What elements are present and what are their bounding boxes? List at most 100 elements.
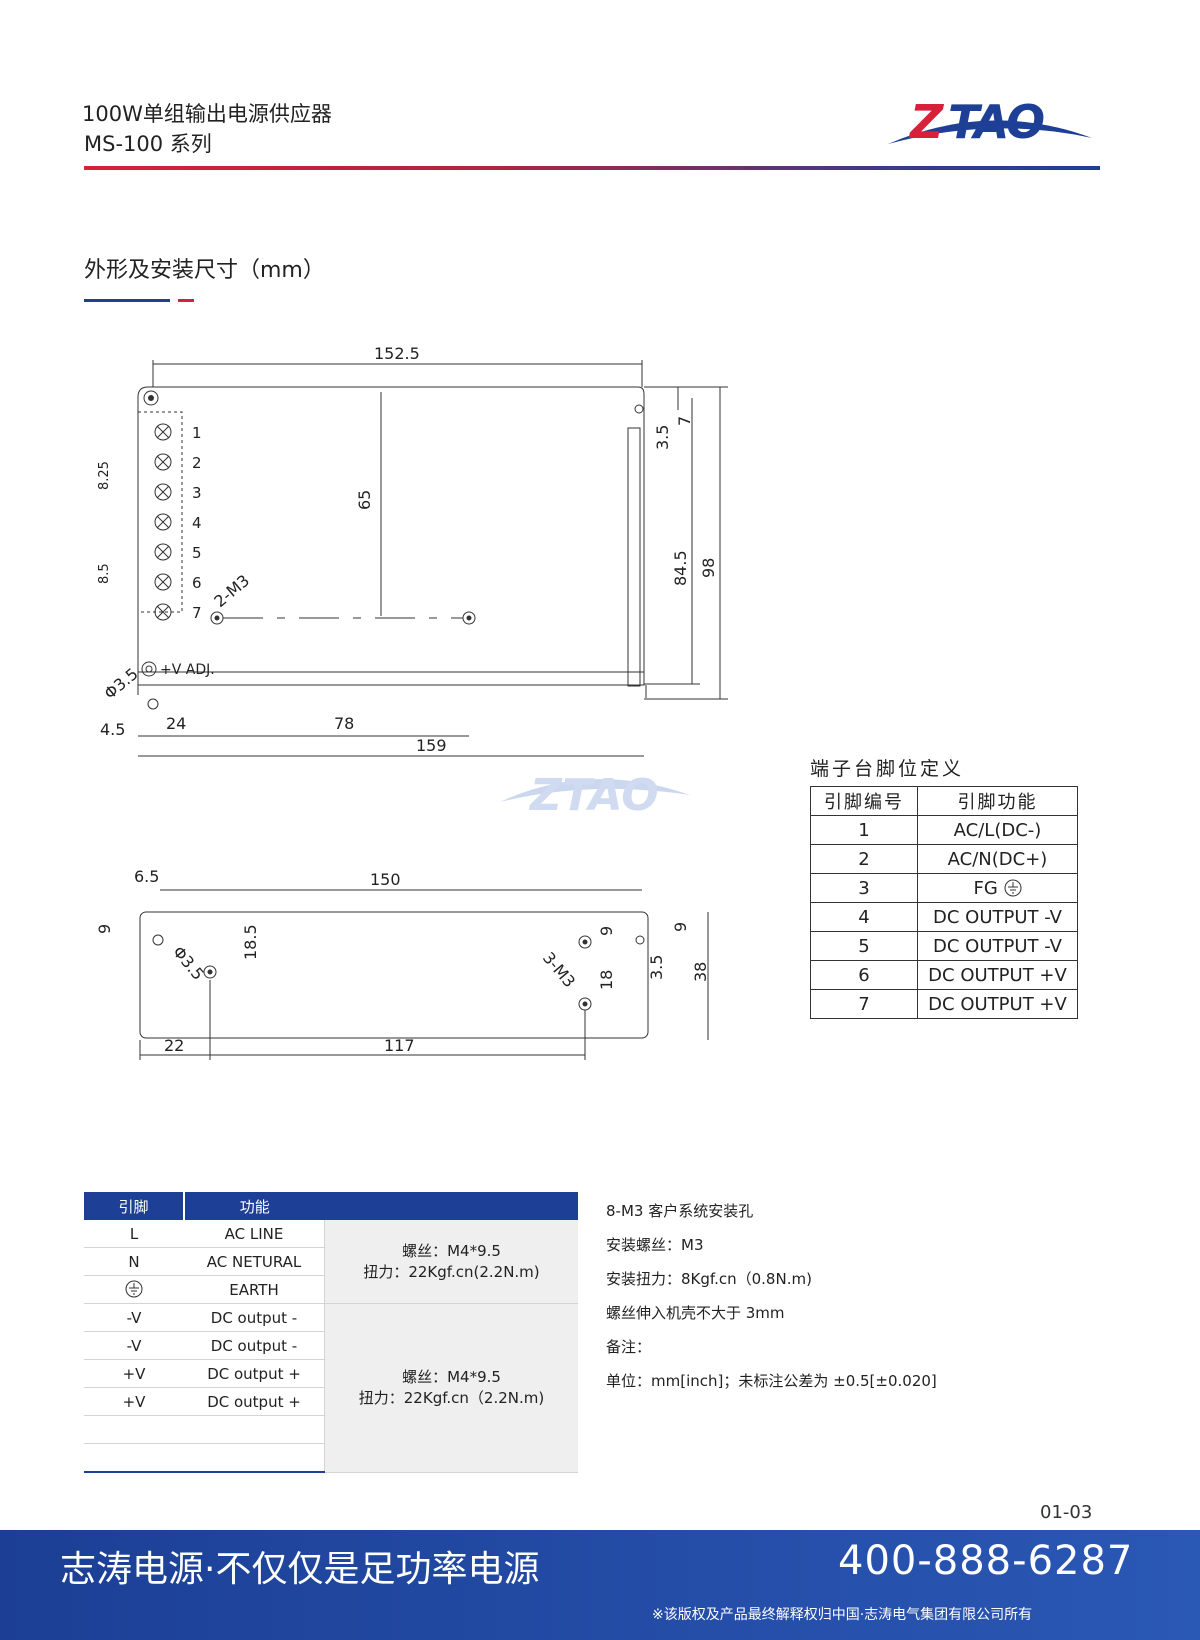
note-line: 8-M3 客户系统安装孔 <box>606 1202 754 1220</box>
spec-function: DC output + <box>184 1359 325 1388</box>
table-row: 3 FG <box>810 873 1078 903</box>
svg-text:Φ3.5: Φ3.5 <box>100 664 141 703</box>
spec-pin: -V <box>84 1303 184 1332</box>
table-row <box>84 1415 578 1444</box>
spec-function: DC output - <box>184 1331 325 1360</box>
svg-text:24: 24 <box>166 714 186 733</box>
header-divider <box>84 166 1100 170</box>
pin-no: 2 <box>810 844 918 874</box>
pin-no: 6 <box>810 960 918 990</box>
svg-text:6: 6 <box>192 574 202 592</box>
pin-func: DC OUTPUT -V <box>917 931 1078 961</box>
svg-text:Φ3.5: Φ3.5 <box>169 942 208 983</box>
dimension-drawing: ZTAO 1 2 3 4 5 6 7 +V ADJ. <box>95 344 728 1060</box>
pin-func: DC OUTPUT +V <box>917 960 1078 990</box>
note-line: 单位：mm[inch]；未标注公差为 ±0.5[±0.020] <box>606 1372 937 1390</box>
table-row <box>84 1443 578 1473</box>
top-view: 1 2 3 4 5 6 7 +V ADJ. 152.5 65 84.5 98 7… <box>97 344 728 757</box>
svg-text:22: 22 <box>164 1036 184 1055</box>
torque-spec-line: 扭力：22Kgf.cn(2.2N.m) <box>363 1262 540 1281</box>
ground-icon <box>1004 879 1022 896</box>
spec-function <box>184 1443 325 1473</box>
spec-function: DC output - <box>184 1303 325 1332</box>
note-line: 备注： <box>606 1338 652 1356</box>
footer-slogan: 志涛电源·不仅仅是足功率电源 <box>60 1549 540 1590</box>
spec-pin: +V <box>84 1387 184 1416</box>
svg-text:2-M3: 2-M3 <box>210 571 253 611</box>
pin-no: 3 <box>810 873 918 903</box>
footer-band <box>0 1530 1200 1640</box>
svg-text:65: 65 <box>355 490 374 510</box>
table-row: EARTH <box>84 1275 578 1304</box>
note-line: 螺丝伸入机壳不大于 3mm <box>606 1304 785 1322</box>
document-title: 100W单组输出电源供应器 <box>82 102 332 126</box>
installation-notes: 8-M3 客户系统安装孔 安装螺丝：M3 安装扭力：8Kgf.cn（0.8N.m… <box>606 1194 937 1398</box>
logo-tao: TAO <box>948 95 1044 149</box>
svg-text:18.5: 18.5 <box>241 924 260 960</box>
svg-text:3-M3: 3-M3 <box>539 948 579 991</box>
footer-copyright: ※该版权及产品最终解释权归中国·志涛电气集团有限公司所有 <box>652 1607 1033 1623</box>
svg-text:3: 3 <box>192 484 202 502</box>
spec-header-blank <box>324 1192 578 1220</box>
svg-text:7: 7 <box>675 416 694 426</box>
svg-text:4.5: 4.5 <box>100 720 125 739</box>
svg-text:78: 78 <box>334 714 354 733</box>
svg-text:2: 2 <box>192 454 202 472</box>
svg-text:38: 38 <box>691 962 710 982</box>
pin-no: 1 <box>810 815 918 845</box>
pin-no: 5 <box>810 931 918 961</box>
spec-pin <box>84 1275 184 1304</box>
svg-text:3.5: 3.5 <box>653 425 672 450</box>
spec-pin <box>84 1443 184 1473</box>
drawing-watermark: ZTAO <box>500 770 690 821</box>
pin-table-header-func: 引脚功能 <box>917 786 1078 816</box>
document-subtitle: MS-100 系列 <box>84 132 212 156</box>
footer-phone: 400-888-6287 <box>838 1538 1134 1584</box>
note-line: 安装扭力：8Kgf.cn（0.8N.m) <box>606 1270 812 1288</box>
side-view: 6.5 150 9 Φ3.5 18.5 3-M3 9 18 3.5 9 38 2… <box>95 867 710 1060</box>
section-underline-red <box>178 299 194 302</box>
pin-func: FG <box>917 873 1078 903</box>
pin-func: DC OUTPUT +V <box>917 989 1078 1019</box>
pin-no: 7 <box>810 989 918 1019</box>
svg-text:1: 1 <box>192 424 202 442</box>
pin-func-text: FG <box>973 877 998 899</box>
svg-text:84.5: 84.5 <box>671 550 690 586</box>
pin-table-caption: 端子台脚位定义 <box>810 758 965 780</box>
spec-function <box>184 1415 325 1444</box>
svg-text:9: 9 <box>597 926 616 936</box>
spec-pin: L <box>84 1220 184 1248</box>
spec-pin <box>84 1415 184 1444</box>
svg-text:117: 117 <box>384 1036 415 1055</box>
note-line: 安装螺丝：M3 <box>606 1236 704 1254</box>
svg-text:+V ADJ.: +V ADJ. <box>160 662 215 678</box>
svg-text:159: 159 <box>416 736 447 755</box>
svg-text:98: 98 <box>699 558 718 578</box>
svg-text:8.25: 8.25 <box>97 461 112 490</box>
logo-z: Z <box>908 95 945 149</box>
spec-pin: N <box>84 1247 184 1276</box>
section-underline-blue <box>84 299 170 302</box>
svg-text:6.5: 6.5 <box>134 867 159 886</box>
pin-table-header-no: 引脚编号 <box>810 786 918 816</box>
svg-text:4: 4 <box>192 514 202 532</box>
screw-spec-line: 螺丝：M4*9.5 <box>402 1241 501 1260</box>
pin-func: AC/L(DC-) <box>917 815 1078 845</box>
svg-text:9: 9 <box>95 924 114 934</box>
pin-no: 4 <box>810 902 918 932</box>
screw-spec-line: 螺丝：M4*9.5 <box>402 1367 501 1386</box>
